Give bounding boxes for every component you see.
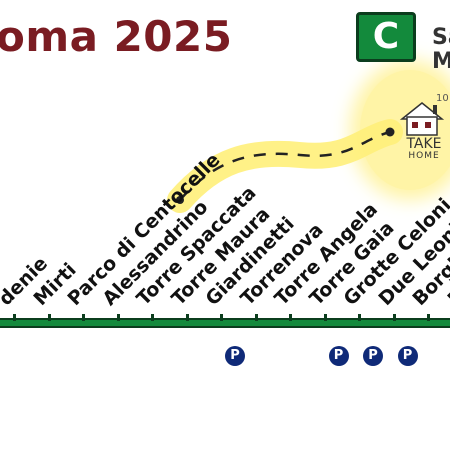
station-tick [47,314,51,321]
parking-icon: P [397,346,418,366]
station-tick [323,314,327,321]
station-tick [358,314,361,321]
terminus-line-2: M [432,49,450,74]
terminus-label: Sa M [432,26,450,74]
walking-route-dash [179,130,391,201]
station-tick [82,314,85,321]
metro-track [0,318,450,328]
take-home-logo: 10 TAKE HOME [396,93,450,167]
route-end-dot [385,127,395,137]
parking-icon: P [363,346,383,366]
station-tick [427,314,430,321]
terminus-line-1: Sa [432,25,450,50]
parking-icon: P [225,346,245,366]
map-title: oma 2025 [0,12,233,61]
station-tick [185,314,189,321]
station-tick [13,314,16,321]
line-c-badge: C [356,12,416,62]
parking-icon: P [328,346,349,366]
house-icon [399,102,445,136]
station-tick [220,314,223,321]
station-tick [289,314,292,321]
station-tick [116,314,120,321]
station-tick [392,314,396,321]
take-home-brand: TAKE [406,136,442,152]
take-home-small-text: 10 [436,93,449,104]
route-start-dot [176,196,184,204]
take-home-sub: HOME [408,151,440,161]
station-tick [151,314,154,321]
station-tick [254,314,258,321]
